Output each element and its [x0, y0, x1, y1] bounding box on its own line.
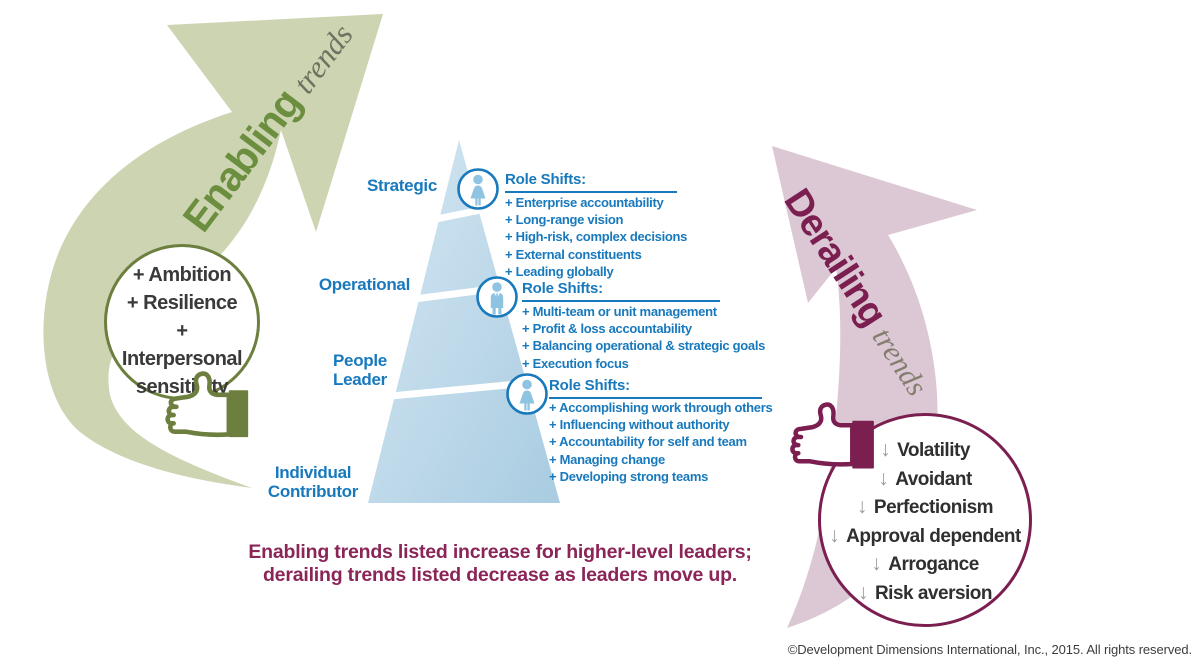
- role-shift-item: + Influencing without authority: [549, 417, 730, 433]
- derailing-trait: ↓ Risk aversion: [821, 579, 1029, 608]
- down-arrow-icon: ↓: [856, 495, 868, 518]
- operational-male-person-icon: [476, 276, 518, 318]
- thumbs-up-green-icon: [165, 371, 249, 438]
- role-shift-item: + Accountability for self and team: [549, 434, 747, 450]
- caption-line-2: derailing trends listed decrease as lead…: [262, 564, 738, 586]
- derailing-trait: ↓ Volatility: [821, 436, 1029, 465]
- derailing-trait-label: Approval dependent: [846, 525, 1021, 547]
- derailing-trait-label: Arrogance: [888, 554, 979, 575]
- derailing-arrow: [772, 146, 977, 628]
- people-leader-female-person-icon: [506, 373, 548, 415]
- role-shift-item: + External constituents: [505, 246, 642, 262]
- down-arrow-icon: ↓: [871, 552, 882, 575]
- role-shifts-heading-people-leader: Role Shifts:: [549, 377, 762, 399]
- derailing-trait-label: Volatility: [897, 440, 970, 461]
- role-shift-item: + Profit & loss accountability: [522, 321, 692, 337]
- role-shift-item: + Accomplishing work through others: [549, 400, 773, 415]
- down-arrow-icon: ↓: [878, 466, 889, 490]
- level-label-people-leader: People Leader: [333, 351, 387, 389]
- role-shift-item: + Long-range vision: [505, 212, 624, 228]
- role-shifts-list-operational: + Multi-team or unit management + Profit…: [522, 303, 822, 372]
- derailing-trait: ↓ Perfectionism: [821, 493, 1029, 522]
- role-shift-item: + Multi-team or unit management: [522, 304, 717, 319]
- enabling-trait: + Resilience: [126, 292, 238, 314]
- role-shift-item: + Execution focus: [522, 355, 629, 371]
- role-shift-item: + Enterprise accountability: [505, 195, 664, 210]
- derailing-trait: ↓ Arrogance: [821, 550, 1029, 579]
- caption: Enabling trends listed increase for high…: [240, 541, 760, 587]
- level-label-strategic: Strategic: [366, 176, 437, 195]
- level-label-individual-contributor: Individual Contributor: [267, 463, 359, 501]
- role-shifts-heading-operational: Role Shifts:: [522, 280, 720, 302]
- level-label-operational: Operational: [318, 275, 410, 294]
- down-arrow-icon: ↓: [857, 580, 869, 604]
- strategic-female-person-icon: [457, 168, 499, 210]
- down-arrow-icon: ↓: [880, 438, 891, 461]
- derailing-trait-label: Risk aversion: [874, 582, 993, 604]
- derailing-trait: ↓ Avoidant: [821, 465, 1029, 494]
- derailing-trait-label: Avoidant: [895, 468, 972, 490]
- role-shift-item: + High-risk, complex decisions: [505, 229, 688, 245]
- role-shift-item: + Developing strong teams: [549, 468, 709, 484]
- thumbs-up-maroon-icon: [790, 402, 874, 469]
- role-shift-item: + Managing change: [549, 451, 665, 467]
- derailing-traits-list: ↓ Volatility ↓ Avoidant ↓ Perfectionism …: [821, 436, 1029, 607]
- derailing-trait: ↓ Approval dependent: [821, 522, 1029, 551]
- role-shifts-heading-strategic: Role Shifts:: [505, 171, 677, 193]
- role-shifts-list-people-leader: + Accomplishing work through others + In…: [549, 399, 849, 485]
- copyright-notice: ©Development Dimensions International, I…: [787, 642, 1192, 657]
- role-shift-item: + Balancing operational & strategic goal…: [522, 338, 766, 354]
- down-arrow-icon: ↓: [829, 523, 840, 547]
- leadership-pyramid: [368, 140, 560, 503]
- caption-line-1: Enabling trends listed increase for high…: [248, 541, 752, 563]
- derailing-trait-label: Perfectionism: [873, 497, 994, 518]
- enabling-trait: + Ambition: [132, 264, 232, 286]
- role-shifts-list-strategic: + Enterprise accountability + Long-range…: [505, 194, 805, 280]
- role-shift-item: + Leading globally: [505, 263, 614, 279]
